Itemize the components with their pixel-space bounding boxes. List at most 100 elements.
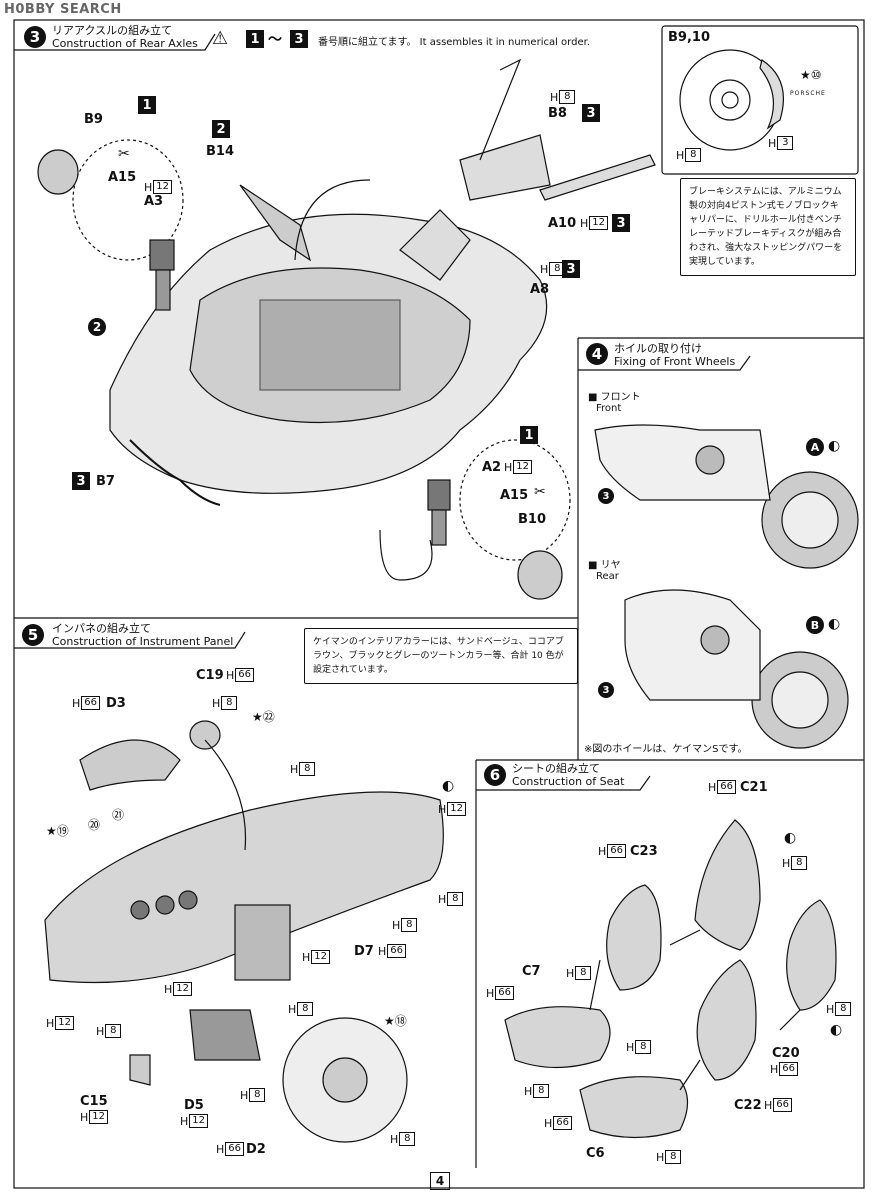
paint-h: H [72,696,81,710]
step5-title: インパネの組み立て Construction of Instrument Pan… [52,622,233,648]
paint-code: 12 [55,1016,75,1030]
sub-step-3-a8: 3 [562,260,580,278]
paint-code: 66 [607,844,627,858]
paint-code: 12 [153,180,173,194]
paint-code: 8 [685,148,702,162]
label-A10: A10 [548,216,577,231]
label-B10: B10 [518,512,546,527]
paint-code: 8 [575,966,592,980]
step3-instruction: 番号順に組立てます。 It assembles it in numerical … [318,37,590,48]
rear-label-en: Rear [596,571,619,582]
paint-h: H [764,1098,773,1112]
paint-code: 3 [777,136,794,150]
paint-star-19: ★⑲ [46,822,69,839]
step5-title-jp: インパネの組み立て [52,622,151,635]
paint-h: H [504,460,513,474]
paint-code: 66 [779,1062,799,1076]
label-D2: D2 [246,1142,266,1157]
paint-code: 12 [311,950,331,964]
label-A8: A8 [530,282,550,297]
step5-header-line [14,631,246,649]
paint-h: H [438,892,447,906]
wheel-label-A: A [806,438,824,456]
paint-number-22: ㉒ [262,710,275,724]
paint-code: 8 [835,1002,852,1016]
step3-header-line [14,33,216,51]
sub-step-2: 2 [212,120,230,138]
paint-h: H [212,696,221,710]
paint-h: H [46,1016,55,1030]
step4-title-en: Fixing of Front Wheels [614,355,736,368]
paint-code: 12 [173,982,193,996]
circle-3-front: 3 [598,488,614,504]
sub-step-3-b8: 3 [582,104,600,122]
paint-code: 66 [773,1098,793,1112]
paint-h: H [566,966,575,980]
paint-h: H [96,1024,105,1038]
label-B7: B7 [96,474,115,489]
paint-number-21: ㉑ [112,808,125,822]
paint-h: H [540,262,549,276]
paint-number-20: ⑳ [88,818,101,832]
label-B8: B8 [548,106,567,121]
black-white-paint-icon: ◐ [828,616,841,632]
rear-label: ■ リヤ Rear [588,560,621,582]
paint-code: 8 [105,1024,122,1038]
label-C6: C6 [586,1146,605,1161]
paint-h: H [826,1002,835,1016]
paint-code: 8 [249,1088,266,1102]
paint-code: 8 [221,696,238,710]
porsche-logo-text: PORSCHE [790,90,826,97]
label-D5: D5 [184,1098,204,1113]
paint-code: 12 [589,216,609,230]
paint-h: H [770,1062,779,1076]
paint-h: H [302,950,311,964]
paint-code: 12 [447,802,467,816]
paint-h: H [598,844,607,858]
black-white-paint-icon: ◐ [442,778,455,794]
label-A3: A3 [144,194,164,209]
step3-range-to: 3 [290,30,308,48]
black-white-paint-icon: ◐ [830,1022,843,1038]
label-D7: D7 [354,944,374,959]
paint-h: H [544,1116,553,1130]
circle-3-rear: 3 [598,682,614,698]
step3-title: リアアクスルの組み立て Construction of Rear Axles [52,24,198,50]
paint-h: H [216,1142,225,1156]
interior-color-note: ケイマンのインテリアカラーには、サンドベージュ、ココアブラウン、ブラックとグレー… [304,628,578,684]
label-B9: B9 [84,112,103,127]
step4-title-jp: ホイルの取り付け [614,342,702,355]
paint-h: H [438,802,447,816]
paint-h: H [392,918,401,932]
paint-code: 8 [559,90,576,104]
star-icon: ★ [384,1014,395,1028]
paint-h: H [164,982,173,996]
paint-code: 66 [495,986,515,1000]
step6-title-jp: シートの組み立て [512,762,600,775]
step4-title: ホイルの取り付け Fixing of Front Wheels [614,342,735,368]
paint-h: H [782,856,791,870]
paint-h: H [288,1002,297,1016]
paint-code: 8 [399,1132,416,1146]
paint-number-18: ⑱ [394,1014,407,1028]
